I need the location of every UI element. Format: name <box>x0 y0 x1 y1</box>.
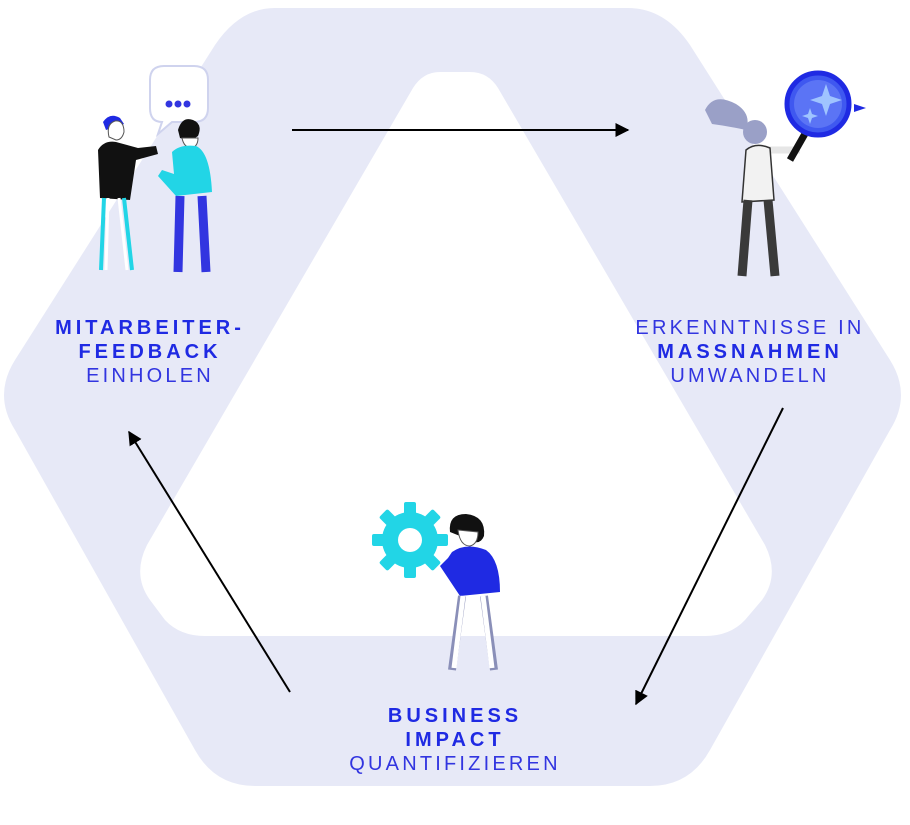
person-with-gear-icon <box>372 502 500 671</box>
step-actions-line-1: ERKENNTNISSE IN <box>635 317 865 339</box>
person-with-magnifier-icon <box>705 70 866 277</box>
step-label-impact: BUSINESS IMPACT QUANTIFIZIEREN <box>300 704 610 776</box>
step-feedback-line-2: FEEDBACK <box>78 341 222 363</box>
background-ring <box>4 8 901 786</box>
step-label-actions: ERKENNTNISSE IN MASSNAHMEN UMWANDELN <box>600 316 900 388</box>
two-people-talking-icon <box>98 65 212 273</box>
arrow-impact-to-feedback <box>128 430 291 693</box>
step-feedback-line-1: MITARBEITER- <box>55 317 245 339</box>
step-impact-line-1: BUSINESS <box>387 705 523 727</box>
step-actions-line-3: UMWANDELN <box>670 365 830 387</box>
step-impact-line-3: QUANTIFIZIEREN <box>349 753 561 775</box>
step-label-feedback: MITARBEITER- FEEDBACK EINHOLEN <box>20 316 280 388</box>
step-impact-line-2: IMPACT <box>405 729 505 751</box>
arrow-actions-to-impact <box>635 407 784 706</box>
step-actions-line-2: MASSNAHMEN <box>657 341 843 363</box>
step-feedback-line-3: EINHOLEN <box>86 365 214 387</box>
